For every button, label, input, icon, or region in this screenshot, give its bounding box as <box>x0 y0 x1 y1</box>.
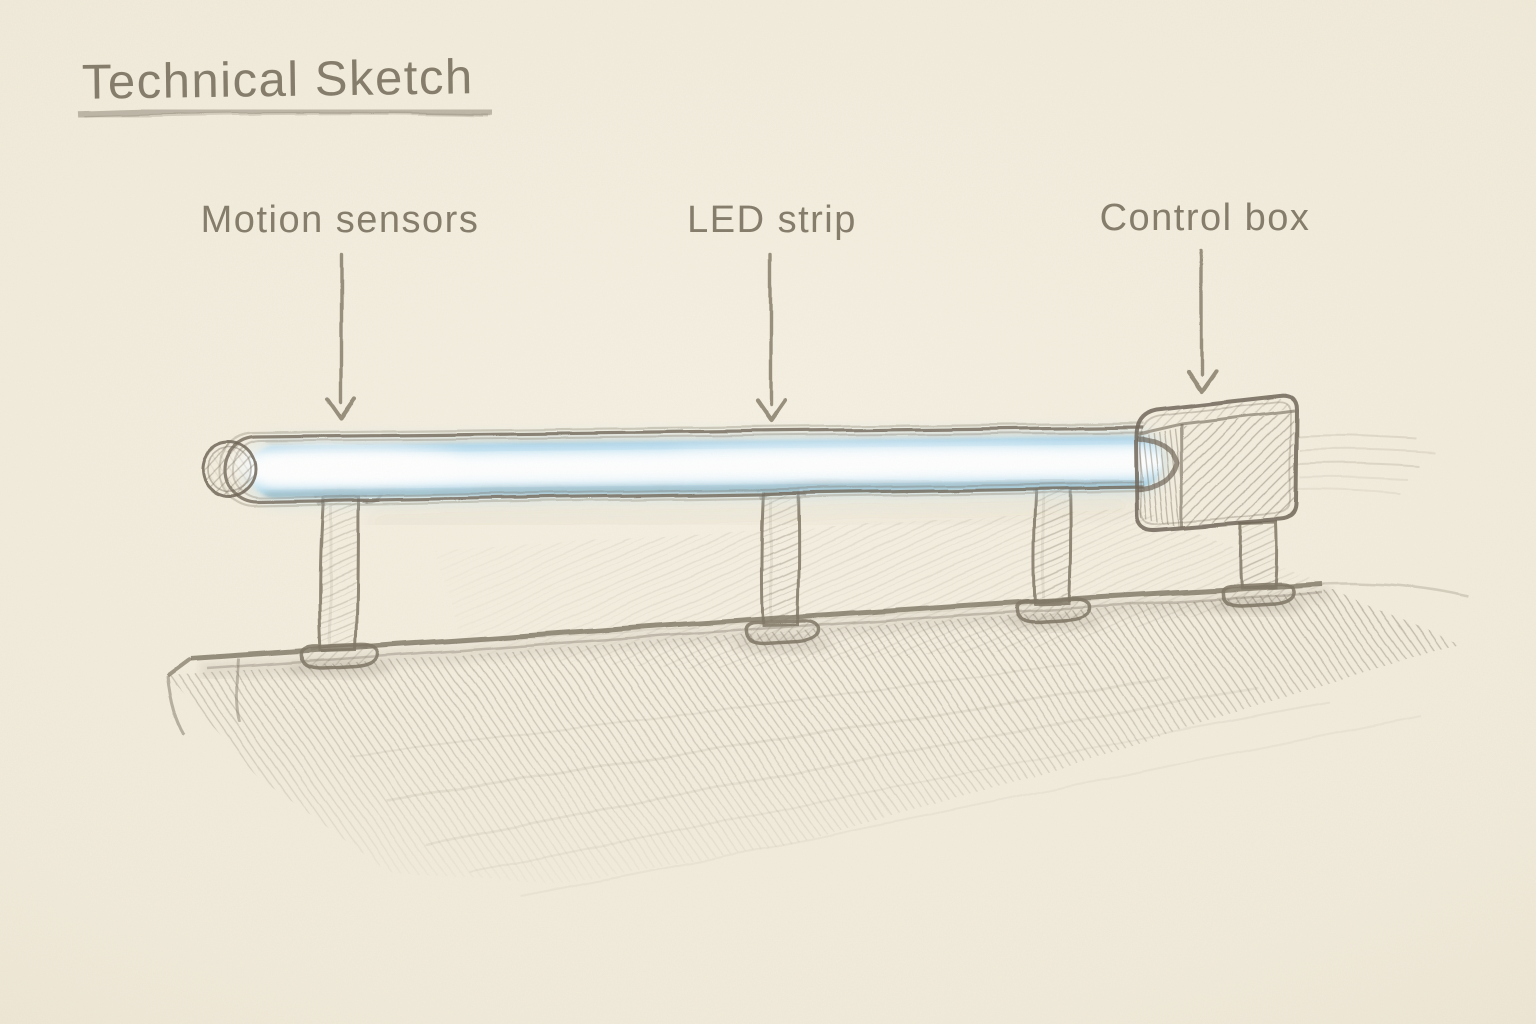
sketch-canvas: Technical Sketch Motion sensors LED stri… <box>0 0 1536 1024</box>
paper-grain-overlay <box>0 0 1536 1024</box>
sketch-page: Technical Sketch Motion sensors LED stri… <box>0 0 1536 1024</box>
